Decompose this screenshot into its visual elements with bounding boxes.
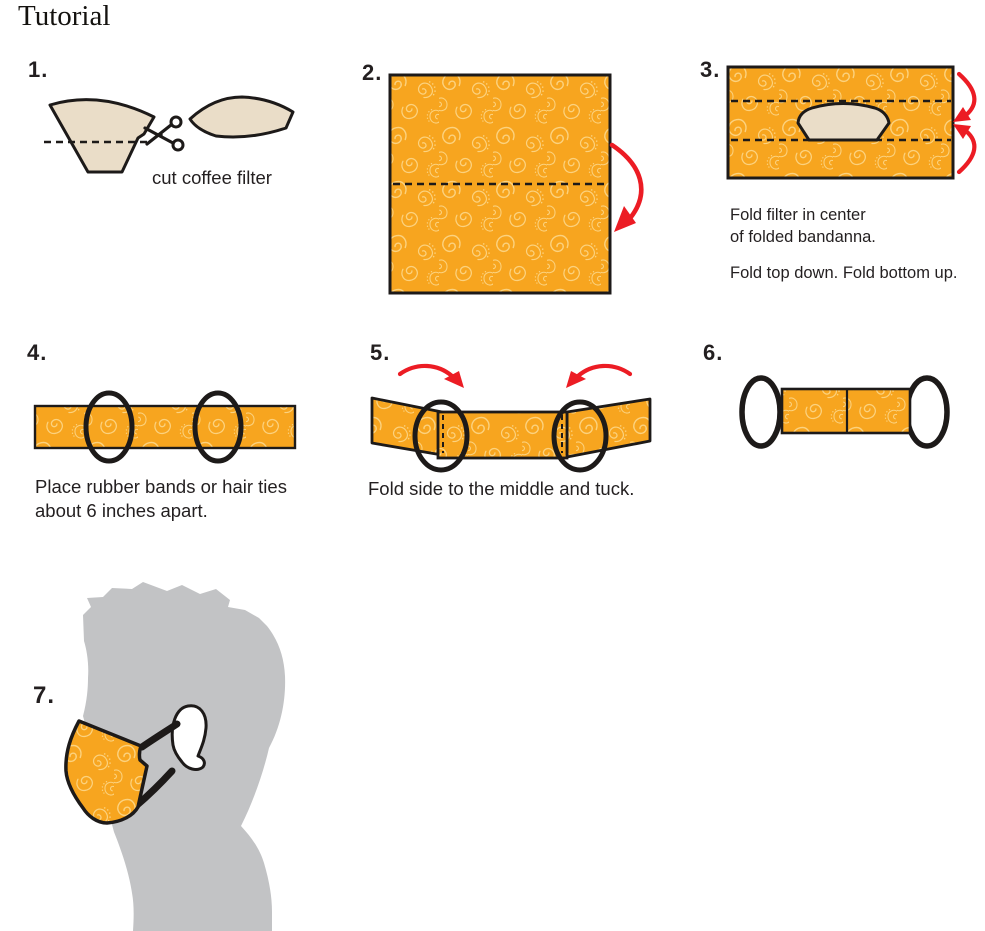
- ear: [170, 704, 208, 771]
- fold-in-arrow-right-icon: [566, 363, 633, 388]
- step-4-caption-line2: about 6 inches apart.: [35, 500, 208, 521]
- step-3-label: 3.: [700, 57, 721, 82]
- step-4: 4. Place rubber bands or hair ties about…: [27, 338, 327, 538]
- step-5: 5. Fold side to the middle and tuck.: [368, 338, 668, 538]
- step-2: 2.: [362, 58, 652, 298]
- step-7-label: 7.: [33, 682, 56, 709]
- fold-down-arrow-icon: [953, 71, 977, 122]
- step-4-caption-line1: Place rubber bands or hair ties: [35, 476, 287, 497]
- rubber-band-right: [192, 390, 244, 464]
- fold-and-tuck-figure: [370, 363, 652, 473]
- page-title: Tutorial: [18, 0, 111, 32]
- rubber-band-left: [83, 390, 135, 464]
- ear-loop-left: [739, 375, 783, 449]
- ear-loop-right: [904, 375, 950, 449]
- coffee-filter-bottom: [48, 98, 156, 174]
- step-3-caption-line1: Fold filter in center: [730, 206, 866, 224]
- fold-in-arrow-left-icon: [397, 363, 464, 388]
- middle-strip: [436, 410, 569, 460]
- mask-strap-top: [138, 720, 181, 751]
- step-3-caption2: Fold top down. Fold bottom up.: [730, 264, 958, 282]
- step-4-label: 4.: [27, 340, 48, 365]
- fold-up-arrow-icon: [953, 124, 977, 175]
- finished-mask-figure: [739, 375, 950, 449]
- coffee-filter-piece: [796, 102, 891, 142]
- step-2-label: 2.: [362, 60, 383, 85]
- step-1-label: 1.: [28, 57, 49, 82]
- step-1-caption: cut coffee filter: [152, 167, 272, 188]
- step-6: 6.: [703, 338, 973, 478]
- step-5-caption: Fold side to the middle and tuck.: [368, 478, 635, 499]
- bandanna-strip: [33, 404, 297, 450]
- step-3: 3. Fold filter in center of folded banda…: [700, 55, 985, 295]
- step-5-label: 5.: [370, 340, 391, 365]
- rubber-band-right: [551, 399, 609, 473]
- bandanna-fold-figure: [388, 73, 644, 295]
- cut-coffee-filter-figure: [44, 95, 295, 174]
- step-3-caption-line2: of folded bandanna.: [730, 228, 876, 246]
- rubber-bands-figure: [33, 390, 297, 464]
- step-7: 7.: [30, 578, 310, 931]
- step-1: 1. cut coffee filter: [28, 55, 318, 205]
- scissors-icon: [143, 115, 185, 152]
- wearing-mask-figure: [64, 582, 286, 931]
- filter-in-bandanna-figure: [726, 65, 977, 180]
- rubber-band-left: [412, 399, 470, 473]
- step-6-label: 6.: [703, 340, 724, 365]
- right-flap: [565, 397, 652, 459]
- fold-arrow-icon: [609, 142, 644, 232]
- face-mask: [64, 719, 149, 825]
- coffee-filter-top: [188, 95, 295, 139]
